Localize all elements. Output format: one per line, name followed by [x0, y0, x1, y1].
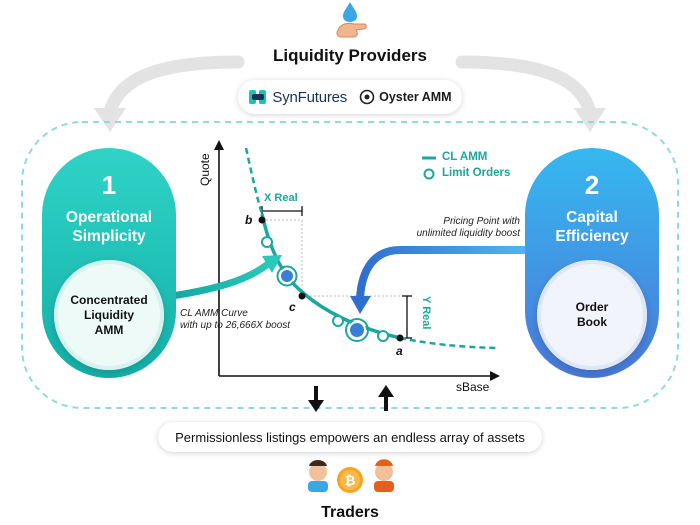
pricing-point-ring: [345, 318, 369, 342]
order-book-circle: Order Book: [537, 260, 647, 370]
oyster-label: Oyster AMM: [379, 90, 452, 104]
teal-pointer-arrow-head: [262, 255, 282, 273]
capsule-title-left-line1: Operational: [65, 209, 153, 226]
trader-left-icon: [308, 460, 328, 492]
point-c-label: c: [289, 300, 296, 314]
capsule-title-right-line2: Efficiency: [555, 228, 629, 245]
pricing-point: [348, 321, 366, 339]
point-a-label: a: [396, 344, 403, 358]
inner-right-line2: Book: [577, 315, 607, 329]
point-c-dot: [298, 292, 306, 300]
traders-title: Traders: [321, 504, 379, 521]
limit-order-ring: [276, 265, 298, 287]
point-a-dot: [396, 334, 404, 342]
down-arrow-head: [308, 400, 324, 412]
pricing-annotation-line2: unlimited liquidity boost: [416, 228, 520, 239]
inner-left-line2: Liquidity: [84, 307, 134, 322]
y-axis-arrow: [214, 140, 224, 150]
inner-right-line1: Order: [575, 300, 609, 314]
step-number-2: 2: [584, 170, 600, 200]
limit-order-point: [279, 268, 295, 284]
flow-arrow-left: [103, 55, 245, 119]
flow-arrow-right-head: [574, 108, 606, 132]
oyster-brand: Oyster AMM: [359, 89, 452, 105]
legend-limit-orders: Limit Orders: [442, 167, 511, 179]
synfutures-brand: SynFutures: [248, 88, 347, 106]
step-number-1: 1: [101, 170, 117, 200]
blue-pointer-arrow-head: [350, 296, 371, 314]
limit-order-point: [377, 330, 389, 342]
curve-annotation-line2: with up to 26,666X boost: [180, 320, 291, 331]
inner-label-left: Concentrated Liquidity AMM: [70, 293, 147, 338]
x-axis-arrow: [490, 371, 500, 381]
oyster-logo-icon: [359, 89, 375, 105]
flow-arrow-left-head: [94, 108, 126, 132]
point-b-dot: [258, 216, 266, 224]
synfutures-logo-icon: [249, 90, 267, 104]
dashed-frame: [21, 121, 679, 409]
limit-order-point: [261, 236, 273, 248]
page-title: Liquidity Providers: [273, 46, 427, 65]
curve-annotation: CL AMM Curve with up to 26,666X boost: [180, 308, 290, 332]
concentrated-liquidity-amm-circle: Concentrated Liquidity AMM: [54, 260, 164, 370]
hand-droplet-icon: [336, 2, 367, 38]
pricing-annotation-line1: Pricing Point with: [443, 216, 520, 227]
pricing-point-annotation: Pricing Point with unlimited liquidity b…: [380, 216, 520, 240]
synfutures-label: SynFutures: [272, 88, 348, 106]
x-real-label: X Real: [264, 192, 298, 204]
inner-left-line3: AMM: [94, 322, 124, 337]
inner-left-line1: Concentrated: [70, 292, 148, 307]
legend-limit-order-mark: [423, 168, 435, 180]
svg-text:₿: ₿: [345, 474, 356, 489]
curve-annotation-line1: CL AMM Curve: [180, 308, 248, 319]
y-axis-label: Quote: [198, 153, 212, 186]
inner-label-right: Order Book: [576, 300, 609, 330]
capsule-title-left-line2: Simplicity: [72, 228, 146, 245]
teal-pointer-arrow: [168, 260, 272, 300]
cl-amm-curve-lower-dashed: [399, 336, 497, 350]
trader-right-icon: [374, 459, 394, 492]
cl-amm-curve-upper-dashed: [244, 147, 264, 215]
y-real-label: Y Real: [420, 296, 432, 330]
brand-pill: SynFutures Oyster AMM: [238, 80, 462, 114]
up-arrow-head: [378, 385, 394, 397]
legend-cl-amm: CL AMM: [442, 151, 488, 163]
capsule-title-right-line1: Capital: [566, 209, 618, 226]
listings-banner: Permissionless listings empowers an endl…: [158, 422, 542, 452]
capital-efficiency-capsule: 2 Capital Efficiency Order Book: [525, 148, 659, 378]
operational-simplicity-capsule: 1 Operational Simplicity Concentrated Li…: [42, 148, 176, 378]
x-axis-label: sBase: [456, 380, 490, 394]
limit-order-point: [332, 315, 344, 327]
bitcoin-icon: ₿: [337, 467, 363, 493]
blue-pointer-arrow: [356, 246, 531, 302]
point-b-label: b: [245, 213, 253, 227]
flow-arrow-right: [455, 55, 597, 119]
